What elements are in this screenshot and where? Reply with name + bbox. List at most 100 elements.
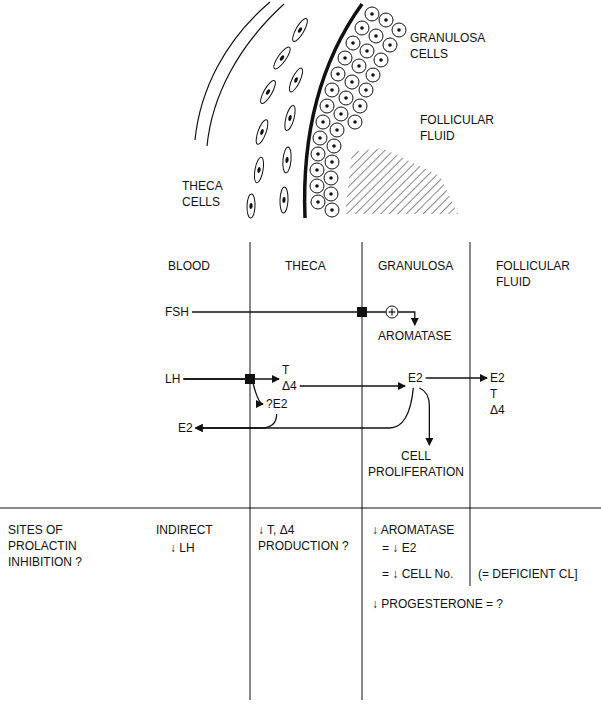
granulosa-cell bbox=[311, 147, 325, 161]
text: = ↓ E2 bbox=[382, 540, 416, 556]
text: GRANULOSA bbox=[378, 258, 453, 274]
column-heading: THECA bbox=[285, 258, 326, 274]
granulosa-cell bbox=[346, 36, 360, 50]
granulosa-nucleus bbox=[350, 80, 354, 84]
granulosa-nucleus bbox=[332, 144, 336, 148]
granulosa-cell bbox=[325, 203, 339, 217]
text: THECA CELLS bbox=[182, 178, 222, 210]
granulosa-cell bbox=[311, 195, 325, 209]
granulosa-nucleus bbox=[329, 176, 333, 180]
granulosa-cell bbox=[320, 99, 334, 113]
granulosa-nucleus bbox=[315, 184, 319, 188]
flow-term: LH bbox=[165, 371, 180, 387]
granulosa-nucleus bbox=[339, 112, 343, 116]
inhibition-note: ↓ PROGESTERONE = ? bbox=[372, 596, 503, 612]
granulosa-cell bbox=[338, 51, 352, 65]
illustration-label: GRANULOSA CELLS bbox=[410, 30, 485, 62]
flow-arrow bbox=[419, 388, 429, 445]
granulosa-nucleus bbox=[318, 136, 322, 140]
text: ↓ T, Δ4 PRODUCTION ? bbox=[258, 522, 358, 554]
theca-nucleus bbox=[249, 203, 252, 209]
text: SITES OF PROLACTIN INHIBITION ? bbox=[8, 522, 114, 570]
granulosa-nucleus bbox=[321, 120, 325, 124]
granulosa-cell bbox=[327, 139, 341, 153]
granulosa-nucleus bbox=[316, 200, 320, 204]
text: ↓ AROMATASE bbox=[372, 522, 454, 538]
flow-arrow bbox=[196, 388, 414, 428]
text: E2 bbox=[178, 420, 193, 436]
text: FOLLICULAR FLUID bbox=[496, 258, 570, 290]
text: INDIRECT bbox=[156, 522, 213, 538]
theca-cell bbox=[254, 118, 270, 145]
granulosa-nucleus bbox=[397, 28, 401, 32]
granulosa-nucleus bbox=[374, 34, 378, 38]
text: CELL PROLIFERATION bbox=[366, 448, 466, 480]
granulosa-cell bbox=[360, 44, 374, 58]
flow-term: CELL PROLIFERATION bbox=[366, 448, 466, 480]
follicular-fluid-hatch bbox=[345, 148, 458, 214]
text: ↓ LH bbox=[170, 540, 195, 556]
flow-arrow bbox=[196, 414, 277, 428]
column-heading: BLOOD bbox=[168, 258, 210, 274]
theca-nucleus bbox=[257, 167, 261, 173]
flow-term: E2 bbox=[408, 370, 423, 386]
granulosa-nucleus bbox=[329, 192, 333, 196]
granulosa-nucleus bbox=[357, 64, 361, 68]
text: E2 bbox=[408, 370, 423, 386]
granulosa-cell bbox=[324, 187, 338, 201]
granulosa-nucleus bbox=[379, 58, 383, 62]
theca-cells bbox=[247, 17, 310, 218]
granulosa-cells bbox=[310, 7, 406, 217]
granulosa-cell bbox=[316, 115, 330, 129]
flow-term: AROMATASE bbox=[378, 328, 452, 344]
granulosa-cell bbox=[366, 68, 380, 82]
flow-arrow bbox=[300, 385, 405, 386]
granulosa-nucleus bbox=[360, 26, 364, 30]
inhibition-note: ↓ LH bbox=[170, 540, 195, 556]
text: ?E2 bbox=[266, 396, 287, 412]
granulosa-nuclei bbox=[315, 12, 401, 212]
row-heading: SITES OF PROLACTIN INHIBITION ? bbox=[8, 522, 114, 570]
inhibition-note: ↓ T, Δ4 PRODUCTION ? bbox=[258, 522, 358, 554]
flow-term: ?E2 bbox=[266, 396, 287, 412]
text: AROMATASE bbox=[378, 328, 452, 344]
illustration-label: THECA CELLS bbox=[182, 178, 222, 210]
inhibition-note: = ↓ CELL No. bbox=[382, 566, 453, 582]
theca-nucleus bbox=[265, 89, 271, 96]
flow-term: E2 bbox=[178, 420, 193, 436]
inhibition-note: (= DEFICIENT CL] bbox=[478, 566, 577, 582]
basement-membrane bbox=[305, 4, 362, 218]
granulosa-cell bbox=[313, 131, 327, 145]
granulosa-cell bbox=[331, 67, 345, 81]
granulosa-cell bbox=[353, 99, 367, 113]
flow-arrow bbox=[192, 312, 415, 325]
granulosa-cell bbox=[352, 59, 366, 73]
theca-cell bbox=[283, 104, 297, 131]
theca-cell bbox=[258, 79, 278, 106]
capillary-wall bbox=[195, 2, 270, 140]
granulosa-cell bbox=[355, 21, 369, 35]
granulosa-nucleus bbox=[353, 120, 357, 124]
granulosa-cell bbox=[383, 38, 397, 52]
theca-cell bbox=[290, 17, 310, 44]
text: = ↓ CELL No. bbox=[382, 566, 453, 582]
stimulation-symbol bbox=[391, 309, 392, 316]
text: E2 T Δ4 bbox=[490, 370, 505, 418]
granulosa-cell bbox=[325, 155, 339, 169]
text: (= DEFICIENT CL] bbox=[478, 566, 577, 582]
theca-nucleus bbox=[293, 77, 298, 84]
granulosa-cell bbox=[379, 13, 393, 27]
section-rule bbox=[0, 508, 601, 509]
column-heading: GRANULOSA bbox=[378, 258, 453, 274]
text: FSH bbox=[165, 304, 189, 320]
granulosa-cell bbox=[365, 7, 379, 21]
inhibition-note: INDIRECT bbox=[156, 522, 213, 538]
granulosa-nucleus bbox=[370, 12, 374, 16]
theca-cell bbox=[253, 157, 265, 184]
granulosa-nucleus bbox=[330, 208, 334, 212]
granulosa-cell bbox=[374, 53, 388, 67]
granulosa-nucleus bbox=[336, 72, 340, 76]
theca-nucleus bbox=[288, 115, 293, 122]
granulosa-nucleus bbox=[343, 56, 347, 60]
